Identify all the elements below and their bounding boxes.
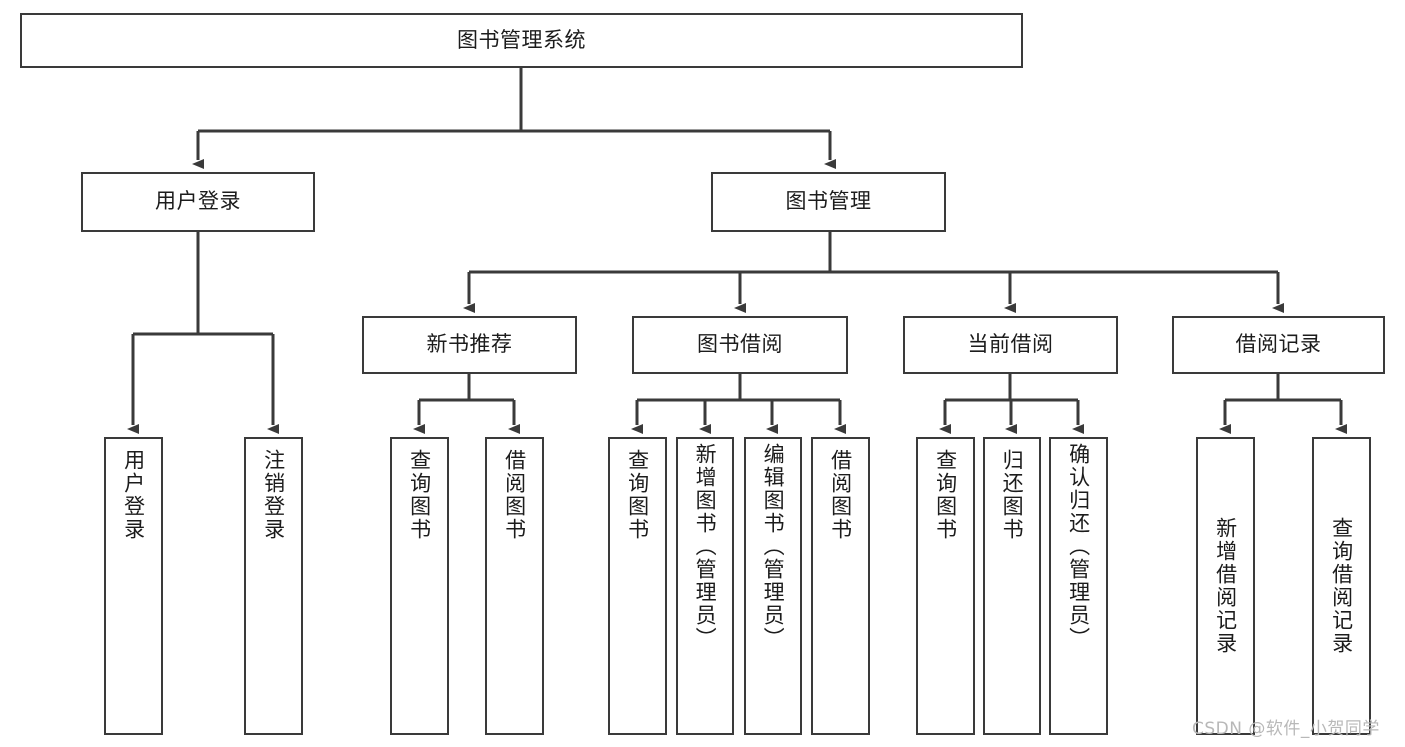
node-label: 图书管理 bbox=[785, 189, 872, 214]
leaf-new-book-query[interactable]: 查询图书 bbox=[390, 437, 449, 735]
node-label: 查询图书 bbox=[407, 449, 432, 541]
node-new-book-recommend[interactable]: 新书推荐 bbox=[362, 316, 577, 374]
leaf-book-borrow-query[interactable]: 查询图书 bbox=[608, 437, 667, 735]
leaf-borrow-record-add[interactable]: 新增借阅记录 bbox=[1196, 437, 1255, 735]
node-label: 查询图书 bbox=[933, 449, 958, 541]
node-label: 用户登录 bbox=[121, 449, 146, 541]
node-current-borrow[interactable]: 当前借阅 bbox=[903, 316, 1118, 374]
node-label: 新增借阅记录 bbox=[1213, 517, 1238, 655]
leaf-user-login-signout[interactable]: 注销登录 bbox=[244, 437, 303, 735]
node-label: 确认归还（管理员） bbox=[1066, 443, 1091, 650]
node-root-library-system[interactable]: 图书管理系统 bbox=[20, 13, 1023, 68]
node-label: 用户登录 bbox=[155, 189, 241, 214]
leaf-book-borrow-add[interactable]: 新增图书（管理员） bbox=[676, 437, 734, 735]
node-borrow-record[interactable]: 借阅记录 bbox=[1172, 316, 1385, 374]
leaf-current-borrow-return[interactable]: 归还图书 bbox=[983, 437, 1041, 735]
watermark-text: CSDN @软件_小贺同学 bbox=[1192, 719, 1380, 739]
leaf-borrow-record-query[interactable]: 查询借阅记录 bbox=[1312, 437, 1371, 735]
leaf-current-borrow-query[interactable]: 查询图书 bbox=[916, 437, 975, 735]
leaf-current-borrow-confirm-return[interactable]: 确认归还（管理员） bbox=[1049, 437, 1108, 735]
leaf-book-borrow-lend[interactable]: 借阅图书 bbox=[811, 437, 870, 735]
node-label: 编辑图书（管理员） bbox=[761, 443, 786, 650]
csdn-watermark: CSDN @软件_小贺同学 bbox=[1192, 714, 1380, 739]
node-book-borrow[interactable]: 图书借阅 bbox=[632, 316, 848, 374]
leaf-new-book-borrow[interactable]: 借阅图书 bbox=[485, 437, 544, 735]
node-user-login[interactable]: 用户登录 bbox=[81, 172, 315, 232]
node-book-management[interactable]: 图书管理 bbox=[711, 172, 946, 232]
node-label: 借阅记录 bbox=[1235, 332, 1322, 357]
node-label: 借阅图书 bbox=[502, 449, 527, 541]
node-label: 图书借阅 bbox=[697, 332, 783, 357]
leaf-user-login-signin[interactable]: 用户登录 bbox=[104, 437, 163, 735]
node-label: 查询图书 bbox=[625, 449, 650, 541]
node-label: 新增图书（管理员） bbox=[693, 443, 718, 650]
leaf-book-borrow-edit[interactable]: 编辑图书（管理员） bbox=[744, 437, 802, 735]
node-label: 归还图书 bbox=[1000, 449, 1025, 541]
node-label: 当前借阅 bbox=[967, 332, 1054, 357]
node-label: 注销登录 bbox=[261, 449, 286, 541]
node-label: 新书推荐 bbox=[426, 332, 513, 357]
node-label: 查询借阅记录 bbox=[1329, 517, 1354, 655]
node-label: 图书管理系统 bbox=[457, 27, 586, 52]
node-label: 借阅图书 bbox=[828, 449, 853, 541]
